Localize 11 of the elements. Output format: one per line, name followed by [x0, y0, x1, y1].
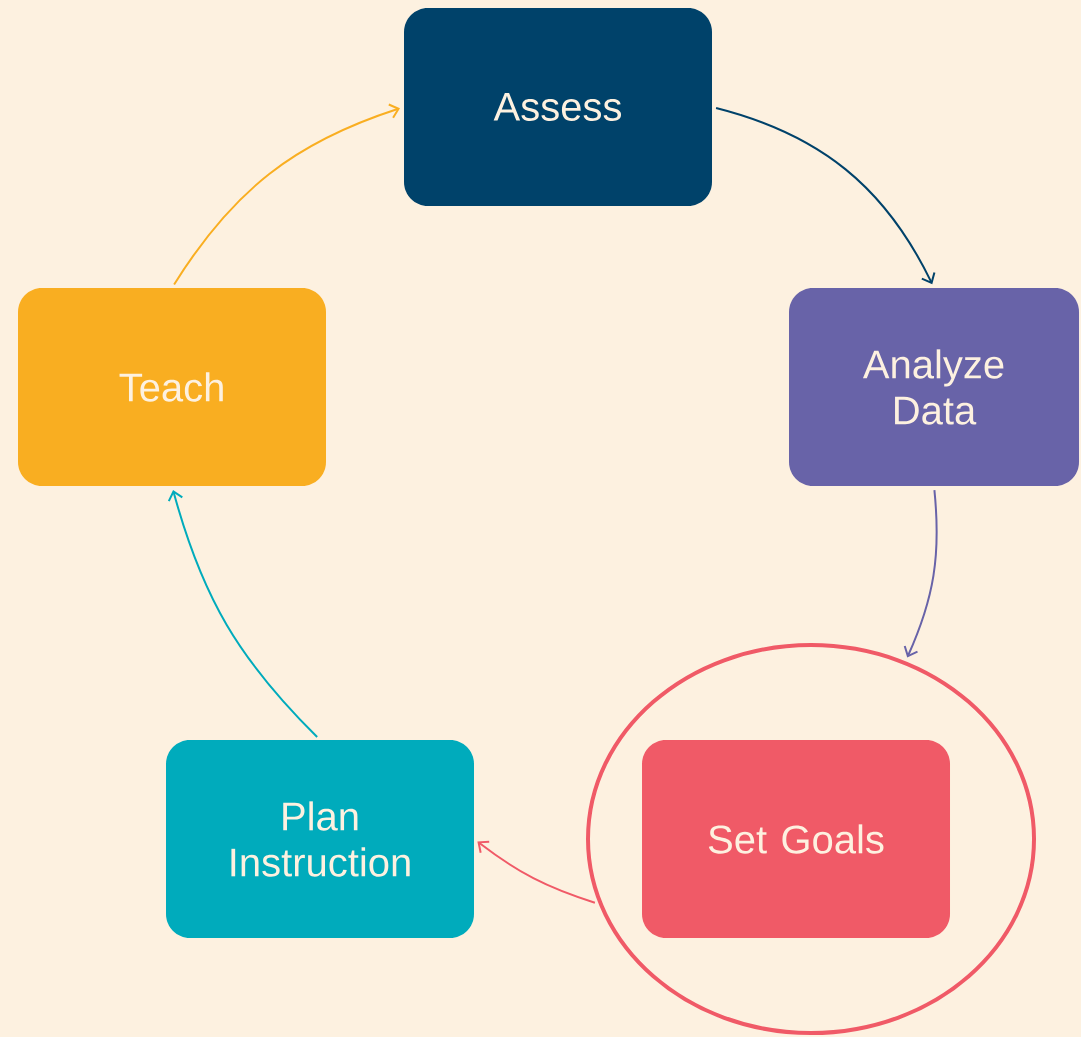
- arrow: [903, 489, 938, 658]
- arrow: [173, 103, 400, 286]
- process-box: Assess: [404, 8, 712, 206]
- arrow: [477, 840, 596, 904]
- process-box: Set Goals: [642, 740, 950, 938]
- highlight-ellipse: [586, 643, 1036, 1035]
- process-box: Teach: [18, 288, 326, 486]
- arrow: [715, 107, 936, 285]
- process-box: Analyze Data: [789, 288, 1079, 486]
- arrow: [167, 490, 319, 738]
- process-box: Plan Instruction: [166, 740, 474, 938]
